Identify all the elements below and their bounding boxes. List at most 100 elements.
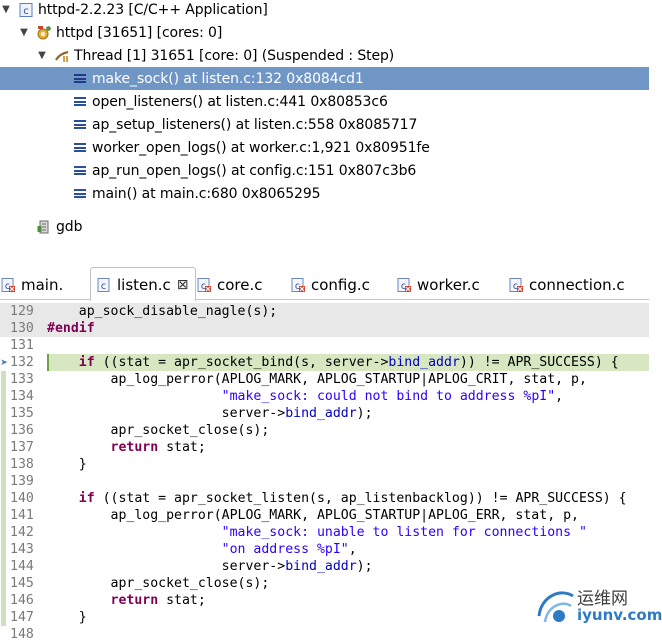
current-code-line[interactable]: 132 if ((stat = apr_socket_bind(s, serve… (10, 354, 649, 371)
tree-item-label: httpd-2.2.23 [C/C++ Application] (38, 1, 268, 18)
code-line[interactable]: 134 "make_sock: could not bind to addres… (0, 388, 649, 405)
editor-tab[interactable]: c config.c (290, 270, 370, 300)
stack-frame-row[interactable]: ap_setup_listeners() at listen.c:558 0x8… (0, 113, 649, 136)
code-text: #endif (47, 320, 95, 337)
tree-item-label: ap_run_open_logs() at config.c:151 0x807… (92, 162, 417, 179)
code-line[interactable]: 139 (0, 473, 649, 490)
tree-expand-twisty-icon[interactable]: ▼ (38, 50, 46, 61)
code-token: apr_socket_close(s); (47, 576, 270, 591)
line-number: 129 (10, 304, 34, 319)
line-number: 139 (10, 474, 34, 489)
line-number: 135 (10, 406, 34, 421)
stack-frame-row[interactable]: worker_open_logs() at worker.c:1,921 0x8… (0, 136, 649, 159)
code-token: ap_log_perror(APLOG_MARK, APLOG_STARTUP|… (47, 372, 587, 387)
editor-tab-label: config.c (311, 276, 370, 294)
code-keyword: if (78, 355, 95, 370)
code-text: server->bind_addr); (47, 405, 373, 422)
code-text: } (47, 456, 87, 473)
stack-frame-row[interactable]: open_listeners() at listen.c:441 0x80853… (0, 90, 649, 113)
line-number: 136 (10, 423, 34, 438)
code-line[interactable]: 141 ap_log_perror(APLOG_MARK, APLOG_STAR… (0, 507, 649, 524)
code-token (47, 542, 222, 557)
stack-frame-icon (72, 71, 88, 87)
code-line[interactable]: 147 } (0, 609, 649, 626)
current-line-edge (47, 354, 49, 371)
svg-text:c: c (101, 281, 106, 292)
instruction-pointer-icon: ➤ (0, 357, 8, 368)
suspended-thread-icon (54, 48, 70, 64)
code-line[interactable]: 136 apr_socket_close(s); (0, 422, 649, 439)
watermark-logo-icon (537, 591, 574, 623)
code-token: server-> (47, 559, 286, 574)
code-string: "make_sock: could not bind to address %p… (221, 389, 556, 404)
stack-frame-row[interactable]: main() at main.c:680 0x8065295 (0, 182, 649, 205)
svg-text:c: c (295, 281, 300, 292)
code-text: ap_log_perror(APLOG_MARK, APLOG_STARTUP|… (47, 371, 587, 388)
code-line[interactable]: 138 } (0, 456, 649, 473)
code-line[interactable]: 146 return stat; (0, 592, 649, 609)
debug-tree-row[interactable]: ▼ httpd [31651] [cores: 0] (0, 21, 649, 44)
code-token (47, 525, 222, 540)
code-line[interactable]: 130 #endif (0, 320, 649, 337)
code-token (47, 355, 79, 370)
code-line[interactable]: 133 ap_log_perror(APLOG_MARK, APLOG_STAR… (0, 371, 649, 388)
close-tab-icon[interactable]: ⊠ (176, 276, 189, 293)
c-app-launch-icon: c (18, 2, 34, 18)
code-text: "on address %pI", (47, 541, 357, 558)
svg-text:c: c (401, 281, 406, 292)
stack-frame-row[interactable]: ap_run_open_logs() at config.c:151 0x807… (0, 159, 649, 182)
code-line[interactable]: 148 (0, 626, 649, 643)
code-text: return stat; (47, 439, 206, 456)
code-token: ap_log_perror(APLOG_MARK, APLOG_STARTUP|… (47, 508, 579, 523)
line-number: 133 (10, 372, 34, 387)
line-number: 131 (10, 338, 34, 353)
editor-tab-label: listen.c (117, 275, 171, 294)
editor-tab-label: connection.c (529, 276, 625, 294)
code-text: return stat; (47, 592, 206, 609)
code-token: stat; (158, 440, 206, 455)
code-token: ap_sock_disable_nagle(s); (47, 304, 278, 319)
code-token: ((stat = apr_socket_bind(s, server-> (94, 355, 389, 370)
line-number: 130 (10, 321, 34, 336)
code-line[interactable]: 144 server->bind_addr); (0, 558, 649, 575)
line-number: 145 (10, 576, 34, 591)
process-icon (36, 25, 52, 41)
editor-tab[interactable]: c connection.c (508, 270, 625, 300)
code-line[interactable]: 131 (0, 337, 649, 354)
line-number: 132 (10, 355, 34, 370)
code-line[interactable]: 142 "make_sock: unable to listen for con… (0, 524, 649, 541)
svg-text:c: c (513, 281, 518, 292)
code-line[interactable]: 129 ap_sock_disable_nagle(s); (0, 303, 649, 320)
debug-tree-row[interactable]: gdb (0, 215, 649, 238)
stack-frame-icon (72, 94, 88, 110)
code-token: } (47, 457, 87, 472)
code-line[interactable]: 135 server->bind_addr); (0, 405, 649, 422)
stack-frame-icon (72, 163, 88, 179)
code-line[interactable]: 140 if ((stat = apr_socket_listen(s, ap_… (0, 490, 649, 507)
code-string: "on address %pI" (221, 542, 349, 557)
code-line[interactable]: 145 apr_socket_close(s); (0, 575, 649, 592)
tree-item-label: main() at main.c:680 0x8065295 (92, 185, 321, 202)
gdb-icon (36, 219, 52, 235)
svg-text:c: c (201, 281, 206, 292)
tree-item-label: worker_open_logs() at worker.c:1,921 0x8… (92, 139, 430, 156)
tree-item-label: httpd [31651] [cores: 0] (56, 24, 223, 41)
code-keyword: return (110, 440, 159, 455)
code-text: server->bind_addr); (47, 558, 373, 575)
stack-frame-row[interactable]: make_sock() at listen.c:132 0x8084cd1 (0, 67, 649, 90)
stack-frame-icon (72, 140, 88, 156)
line-number: 142 (10, 525, 34, 540)
editor-tab[interactable]: c listen.c ⊠ (90, 267, 196, 301)
tree-expand-twisty-icon[interactable]: ▼ (2, 4, 10, 15)
code-line[interactable]: 137 return stat; (0, 439, 649, 456)
tree-expand-twisty-icon[interactable]: ▼ (20, 27, 28, 38)
debug-tree-row[interactable]: ▼Thread [1] 31651 [core: 0] (Suspended :… (0, 44, 649, 67)
code-text: apr_socket_close(s); (47, 575, 270, 592)
code-line[interactable]: 143 "on address %pI", (0, 541, 649, 558)
line-number: 134 (10, 389, 34, 404)
